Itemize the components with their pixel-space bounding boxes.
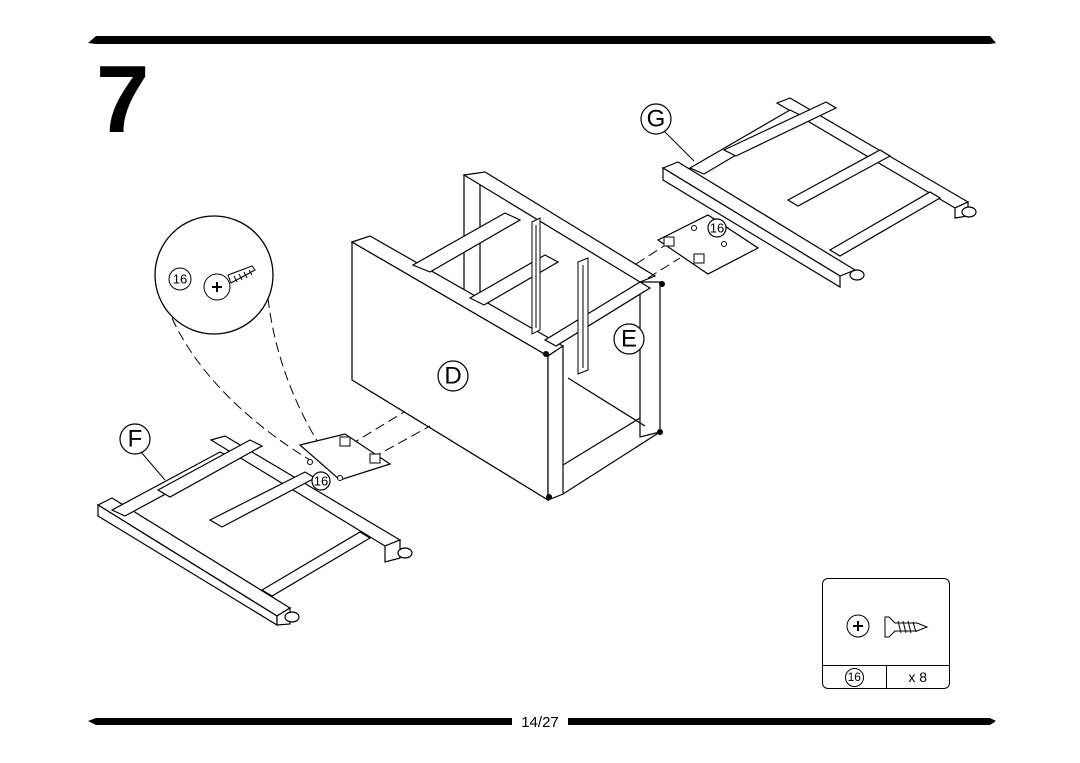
part-label-f: F xyxy=(128,426,143,453)
hardware-box: 16 x 8 xyxy=(822,578,950,689)
hardware-part-number: 16 xyxy=(844,667,864,687)
page-number: 14/27 xyxy=(512,713,568,733)
callout-circles xyxy=(119,103,727,491)
leveling-feet-g xyxy=(849,206,977,281)
base-frame-g xyxy=(656,97,970,289)
bottom-border-bar-right xyxy=(566,718,996,725)
bottom-border-bar-left xyxy=(88,718,514,725)
magnifier-bubble xyxy=(154,215,274,335)
screw-label-f: 16 xyxy=(314,474,328,489)
screw-icon xyxy=(846,614,929,638)
part-label-d: D xyxy=(444,363,461,390)
hardware-quantity: x 8 xyxy=(885,666,950,688)
screw-label-g: 16 xyxy=(710,221,724,236)
leveling-feet-f xyxy=(284,547,413,623)
step-number: 7 xyxy=(96,46,149,153)
part-label-g: G xyxy=(647,106,666,133)
drawer-slides xyxy=(531,217,589,375)
top-border-bar xyxy=(88,36,996,44)
screw-label-bubble: 16 xyxy=(173,272,187,287)
base-frame-f xyxy=(96,433,402,627)
part-label-e: E xyxy=(621,326,637,353)
